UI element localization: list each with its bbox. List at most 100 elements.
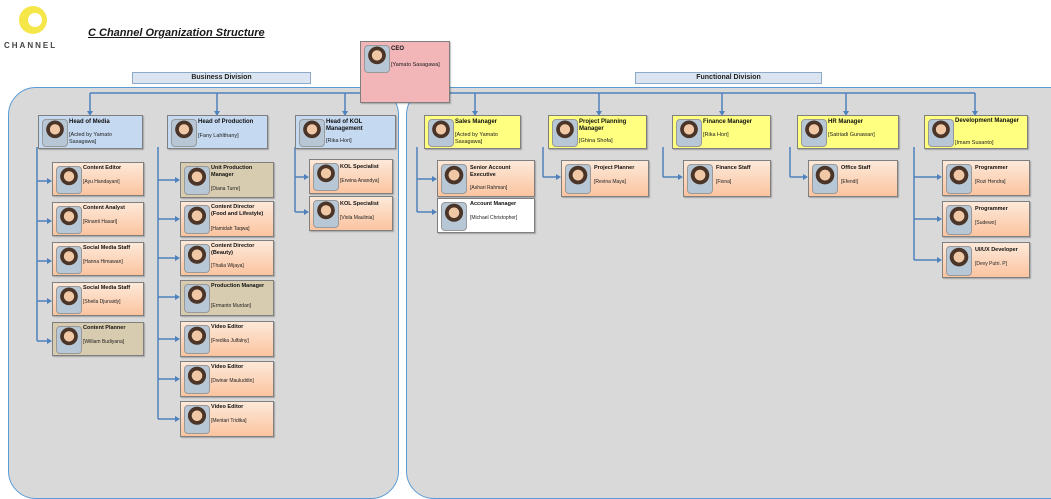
staff-role: UI/UX Developer <box>975 247 1018 253</box>
staff-photo <box>946 164 972 194</box>
staff-role: Content Editor <box>83 165 122 171</box>
ceo-name: [Yamato Sasagawa] <box>391 62 440 68</box>
head-photo <box>428 119 454 147</box>
staff-photo <box>441 202 467 231</box>
staff-name: [Fredika Julfalny] <box>211 338 249 344</box>
head-card[interactable]: Finance Manager [Rika Hori] <box>672 115 771 149</box>
staff-role: Project Planner <box>594 165 635 171</box>
staff-photo <box>946 246 972 276</box>
ceo-photo <box>364 45 390 73</box>
staff-role: Video Editor <box>211 364 244 370</box>
staff-card[interactable]: Social Media Staff [Sheila Djunaidy] <box>52 282 144 316</box>
head-name: [Imam Susanto] <box>955 140 994 146</box>
head-role: Project Planning Manager <box>579 119 627 132</box>
staff-photo <box>687 164 713 194</box>
head-name: [Satriadi Gunawan] <box>828 132 875 138</box>
head-role: Head of KOL Management <box>326 119 363 132</box>
head-role: Development Manager <box>955 118 1020 124</box>
logo-text: CHANNEL <box>4 41 58 50</box>
staff-role: Finance Staff <box>716 165 751 171</box>
head-card[interactable]: Head of KOL Management [Rika Hori] <box>295 115 396 149</box>
head-name: [Rika Hori] <box>703 132 729 138</box>
staff-card[interactable]: Content Planner [William Budiyana] <box>52 322 144 356</box>
staff-card[interactable]: Content Analyst [Rinanti Hasari] <box>52 202 144 236</box>
head-name: [Ghina Shofa] <box>579 138 613 144</box>
staff-name: [Ayu Handayani] <box>83 179 120 185</box>
ceo-card[interactable]: CEO [Yamato Sasagawa] <box>360 41 450 103</box>
staff-card[interactable]: Video Editor [Mentari Tridika] <box>180 401 274 437</box>
staff-role: Social Media Staff <box>83 285 131 291</box>
staff-card[interactable]: Unit Production Manager [Diana Turre] <box>180 162 274 198</box>
staff-role: Account Manager <box>470 201 517 207</box>
staff-card[interactable]: Project Planner [Revina Maya] <box>561 160 649 197</box>
staff-role: Video Editor <box>211 324 244 330</box>
staff-photo <box>812 164 838 194</box>
head-card[interactable]: Head of Production [Fany Lahlthany] <box>167 115 268 149</box>
staff-card[interactable]: Office Staff [Efendi] <box>808 160 898 197</box>
head-card[interactable]: HR Manager [Satriadi Gunawan] <box>797 115 899 149</box>
staff-name: [Devy Putri. P] <box>975 261 1007 267</box>
staff-card[interactable]: Content Director (Food and Lifestyle) [H… <box>180 201 274 237</box>
head-role: Head of Media <box>69 119 110 125</box>
staff-role: Programmer <box>975 165 1008 171</box>
head-role: Sales Manager <box>455 119 498 125</box>
staff-name: [Rozi Hendra] <box>975 179 1006 185</box>
staff-name: [Ashari Rahman] <box>470 185 508 191</box>
staff-role: Content Analyst <box>83 205 125 211</box>
head-role: HR Manager <box>828 119 864 125</box>
staff-name: [Erwina Anandya] <box>340 178 379 184</box>
staff-name: [Fiona] <box>716 179 732 185</box>
functional-division-panel <box>406 87 1051 499</box>
staff-card[interactable]: KOL Specialist [Viola Maulinia] <box>309 196 393 231</box>
staff-card[interactable]: Senior Account Executive [Ashari Rahman] <box>437 160 535 197</box>
staff-photo <box>56 166 82 194</box>
head-photo <box>801 119 827 147</box>
staff-card[interactable]: Social Media Staff [Hanna Himawan] <box>52 242 144 276</box>
head-card[interactable]: Sales Manager [Acted by Yamato Sasagawa] <box>424 115 521 149</box>
staff-role: Content Director (Food and Lifestyle) <box>211 204 264 217</box>
staff-card[interactable]: UI/UX Developer [Devy Putri. P] <box>942 242 1030 278</box>
staff-card[interactable]: Programmer [Sudewo] <box>942 201 1030 237</box>
staff-card[interactable]: Content Editor [Ayu Handayani] <box>52 162 144 196</box>
staff-photo <box>56 326 82 354</box>
staff-name: [Mentari Tridika] <box>211 418 247 424</box>
staff-photo <box>313 163 339 191</box>
staff-photo <box>946 205 972 235</box>
staff-name: [Revina Maya] <box>594 179 626 185</box>
head-card[interactable]: Head of Media [Acted by Yamato Sasagawa] <box>38 115 143 149</box>
staff-photo <box>184 166 210 195</box>
staff-name: [William Budiyana] <box>83 339 125 345</box>
head-name: [Rika Hori] <box>326 138 352 144</box>
staff-name: [Efendi] <box>841 179 858 185</box>
staff-role: Video Editor <box>211 404 244 410</box>
staff-photo <box>184 405 210 434</box>
staff-card[interactable]: KOL Specialist [Erwina Anandya] <box>309 159 393 194</box>
staff-photo <box>184 325 210 354</box>
staff-role: Content Planner <box>83 325 126 331</box>
staff-card[interactable]: Video Editor [Fredika Julfalny] <box>180 321 274 357</box>
staff-role: Programmer <box>975 206 1008 212</box>
staff-role: KOL Specialist <box>340 201 379 207</box>
staff-role: Content Director (Beauty) <box>211 243 255 256</box>
head-photo <box>552 119 578 147</box>
staff-card[interactable]: Programmer [Rozi Hendra] <box>942 160 1030 196</box>
staff-card[interactable]: Video Editor [Dwinar Mauluddin] <box>180 361 274 397</box>
page-title: C Channel Organization Structure <box>88 27 265 39</box>
channel-logo-icon <box>19 6 47 34</box>
head-card[interactable]: Project Planning Manager [Ghina Shofa] <box>548 115 647 149</box>
staff-role: KOL Specialist <box>340 164 379 170</box>
staff-card[interactable]: Production Manager [Ermanto Murdan] <box>180 280 274 316</box>
head-card[interactable]: Development Manager [Imam Susanto] <box>924 115 1028 149</box>
staff-card[interactable]: Finance Staff [Fiona] <box>683 160 771 197</box>
staff-name: [Ermanto Murdan] <box>211 303 252 309</box>
staff-name: [Thalia Wijaya] <box>211 263 244 269</box>
staff-card[interactable]: Content Director (Beauty) [Thalia Wijaya… <box>180 240 274 276</box>
head-name: [Acted by Yamato Sasagawa] <box>69 132 112 145</box>
staff-card[interactable]: Account Manager [Michael Christopher] <box>437 198 535 233</box>
staff-role: Unit Production Manager <box>211 165 253 178</box>
staff-name: [Hanna Himawan] <box>83 259 123 265</box>
staff-name: [Diana Turre] <box>211 186 240 192</box>
head-photo <box>928 119 954 147</box>
staff-name: [Sheila Djunaidy] <box>83 299 121 305</box>
